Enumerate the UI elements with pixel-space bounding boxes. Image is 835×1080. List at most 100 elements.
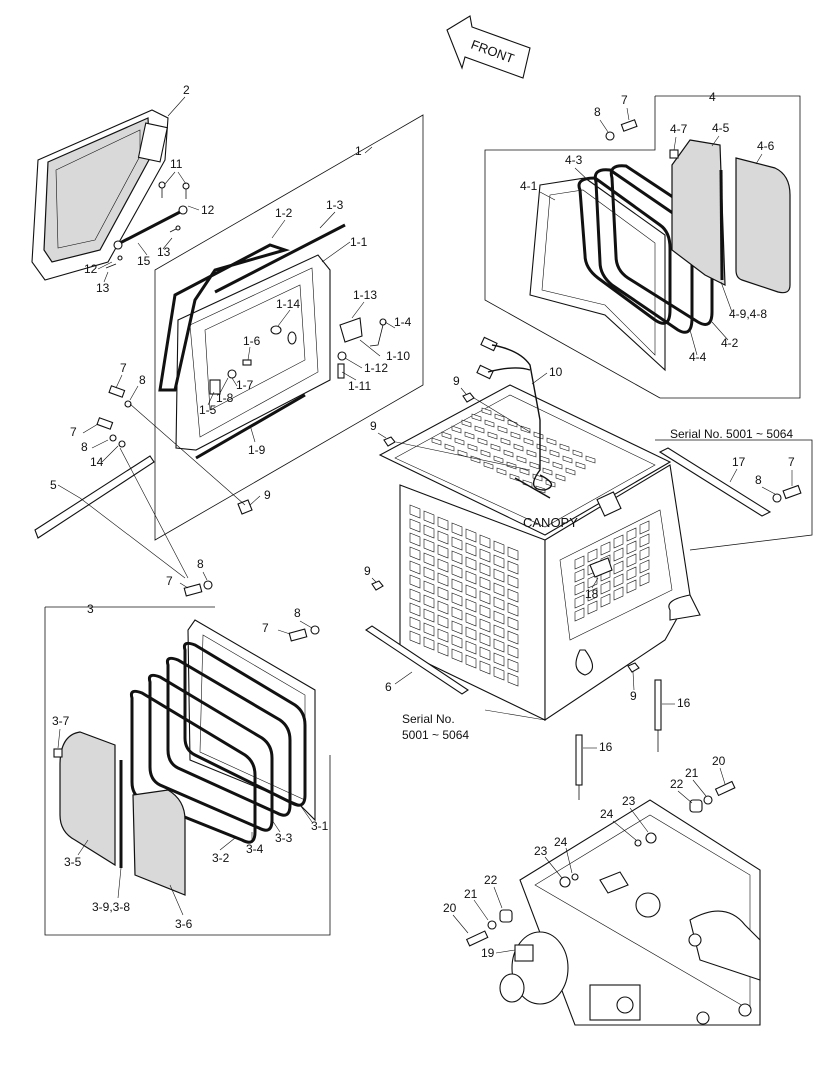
glass-3-6: [132, 789, 186, 896]
callout-12-lower: 12: [84, 262, 98, 276]
vent-slot: [587, 587, 598, 602]
vent-slot: [639, 546, 650, 561]
vent-slot: [507, 588, 519, 603]
vent-slot: [626, 579, 637, 594]
vent-slot: [465, 654, 477, 669]
callout-3-3: 3-3: [275, 831, 293, 845]
vent-slot: [493, 624, 505, 639]
vent-slot: [500, 437, 511, 446]
callout-20-right: 20: [712, 754, 726, 768]
callout-24-upper: 24: [600, 807, 614, 821]
callout-9-side: 9: [630, 689, 637, 703]
vent-slot: [587, 574, 598, 589]
vent-slot: [437, 642, 449, 657]
vent-slot: [523, 437, 534, 446]
callout-3: 3: [87, 602, 94, 616]
vent-slot: [613, 573, 624, 588]
callout-8-right-top: 8: [594, 105, 601, 119]
vent-slot: [451, 522, 463, 537]
serial-top: Serial No. 5001 ~ 5064: [670, 427, 793, 441]
vent-slot: [465, 612, 477, 627]
vent-slot: [600, 541, 611, 556]
vent-slot: [423, 566, 435, 581]
callout-9-front-low: 9: [364, 564, 371, 578]
callout-3-5: 3-5: [64, 855, 82, 869]
vent-slot: [510, 431, 521, 440]
callout-8-mid: 8: [294, 606, 301, 620]
vent-slot: [465, 528, 477, 543]
callout-1-11: 1-11: [348, 379, 371, 393]
vent-slot: [490, 443, 501, 452]
vent-slot: [479, 548, 491, 563]
roof-vent-grid: [431, 407, 596, 494]
vent-slot: [493, 455, 504, 464]
vent-slot: [423, 580, 435, 595]
vent-slot: [423, 524, 435, 539]
vent-slot: [600, 580, 611, 595]
vent-slot: [470, 455, 481, 464]
vent-slot: [465, 584, 477, 599]
door-assembly-2: [31, 109, 190, 281]
vent-slot: [493, 540, 505, 555]
vent-slot: [507, 546, 519, 561]
gas-struts-16: [575, 679, 662, 800]
vent-slot: [493, 596, 505, 611]
vent-slot: [465, 570, 477, 585]
callout-4-5: 4-5: [712, 121, 730, 135]
callout-23-right: 23: [622, 794, 636, 808]
vent-slot: [507, 658, 519, 673]
callout-1-1: 1-1: [350, 235, 368, 249]
callout-7-left-bottom: 7: [166, 574, 173, 588]
vent-slot: [467, 443, 478, 452]
callout-16-left: 16: [599, 740, 613, 754]
vent-slot: [479, 646, 491, 661]
callout-4-4: 4-4: [689, 350, 707, 364]
vent-slot: [409, 518, 421, 533]
vent-slot: [409, 504, 421, 519]
vent-slot: [479, 562, 491, 577]
strip-1-3: [214, 223, 346, 294]
callout-4-98: 4-9,4-8: [729, 307, 767, 321]
callout-7-right: 7: [788, 455, 795, 469]
vent-slot: [626, 527, 637, 542]
front-arrow: FRONT: [446, 15, 531, 79]
callout-9-left: 9: [264, 488, 271, 502]
callout-3-7: 3-7: [52, 714, 70, 728]
callout-7-right-top: 7: [621, 93, 628, 107]
side-rail-5: [34, 385, 253, 539]
hinge-1-13: [339, 317, 363, 343]
vent-slot: [574, 555, 585, 570]
vent-slot: [454, 437, 465, 446]
vent-slot: [465, 640, 477, 655]
vent-slot: [444, 443, 455, 452]
callout-9-roof: 9: [453, 374, 460, 388]
vent-slot: [503, 449, 514, 458]
vent-slot: [546, 437, 557, 446]
callout-1-7: 1-7: [236, 378, 254, 392]
vent-slot: [542, 467, 553, 476]
vent-slot: [559, 443, 570, 452]
vent-slot: [483, 461, 494, 470]
callout-3-1: 3-1: [311, 819, 329, 833]
callout-19: 19: [481, 946, 495, 960]
seal-3-4: [166, 656, 292, 817]
callout-15: 15: [137, 254, 151, 268]
vent-slot: [409, 616, 421, 631]
callout-4-3: 4-3: [565, 153, 583, 167]
vent-slot: [507, 574, 519, 589]
vent-slot: [507, 644, 519, 659]
vent-slot: [451, 536, 463, 551]
callout-22-right: 22: [670, 777, 684, 791]
vent-slot: [555, 473, 566, 482]
callout-8-left-a: 8: [139, 373, 146, 387]
vent-slot: [613, 547, 624, 562]
vent-slot: [493, 568, 505, 583]
vent-slot: [474, 425, 485, 434]
vent-slot: [471, 413, 482, 422]
vent-slot: [496, 467, 507, 476]
vent-slot: [451, 550, 463, 565]
right-window-group-4: [484, 95, 801, 399]
callout-20-left: 20: [443, 901, 457, 915]
vent-slot: [493, 652, 505, 667]
